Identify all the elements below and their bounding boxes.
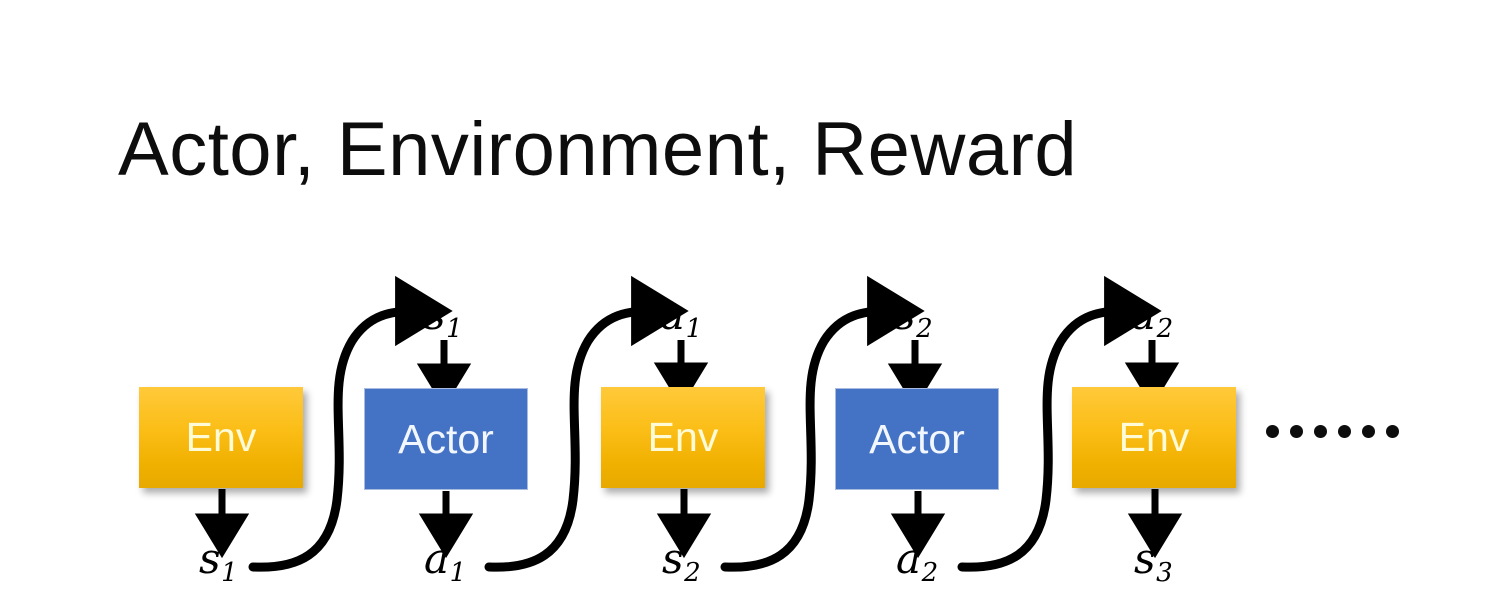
block-env-3[interactable]: Env (1072, 387, 1236, 488)
math-base: a (424, 534, 450, 583)
math-subscript: 1 (685, 313, 703, 344)
curve-a1-feedback (484, 275, 689, 572)
block-label: Env (647, 414, 719, 460)
label-action-a2-top: a2 (1131, 294, 1173, 342)
block-label: Env (185, 414, 257, 460)
math-subscript: 2 (916, 313, 933, 344)
math-base: s (1134, 534, 1156, 583)
block-env-1[interactable]: Env (139, 387, 303, 488)
math-subscript: 1 (221, 557, 238, 588)
label-state-s2-bottom: s2 (662, 538, 701, 586)
math-subscript: 2 (684, 557, 701, 588)
ellipsis-group-1 (1266, 425, 1327, 438)
curve-s1-feedback (248, 275, 453, 572)
ellipsis-dot (1338, 425, 1351, 438)
math-subscript: 2 (921, 557, 939, 588)
block-label: Actor (398, 415, 494, 462)
math-subscript: 1 (449, 557, 467, 588)
math-base: s (424, 290, 446, 339)
block-env-2[interactable]: Env (601, 387, 765, 488)
math-base: a (1131, 290, 1157, 339)
math-base: a (660, 290, 686, 339)
ellipsis-dot (1290, 425, 1303, 438)
math-subscript: 3 (1156, 557, 1173, 588)
curve-s2-feedback (720, 275, 925, 572)
label-state-s1-top: s1 (424, 294, 463, 342)
math-subscript: 1 (446, 313, 463, 344)
label-action-a1-bottom: a1 (424, 538, 466, 586)
math-base: a (896, 534, 922, 583)
label-state-s3-bottom: s3 (1134, 538, 1173, 586)
math-base: s (894, 290, 916, 339)
continuation-ellipsis (1266, 425, 1399, 438)
math-base: s (199, 534, 221, 583)
ellipsis-dot (1314, 425, 1327, 438)
ellipsis-group-2 (1338, 425, 1399, 438)
page-title: Actor, Environment, Reward (118, 107, 1078, 192)
label-state-s1-bottom: s1 (199, 538, 238, 586)
label-action-a1-top: a1 (660, 294, 702, 342)
block-actor-1[interactable]: Actor (364, 388, 528, 490)
block-label: Env (1118, 414, 1190, 460)
ellipsis-dot (1386, 425, 1399, 438)
curve-a2-feedback (957, 275, 1162, 572)
math-subscript: 2 (1156, 313, 1174, 344)
math-base: s (662, 534, 684, 583)
ellipsis-dot (1266, 425, 1279, 438)
block-label: Actor (869, 415, 965, 462)
block-actor-2[interactable]: Actor (835, 388, 999, 490)
label-action-a2-bottom: a2 (896, 538, 938, 586)
ellipsis-dot (1362, 425, 1375, 438)
label-state-s2-top: s2 (894, 294, 933, 342)
